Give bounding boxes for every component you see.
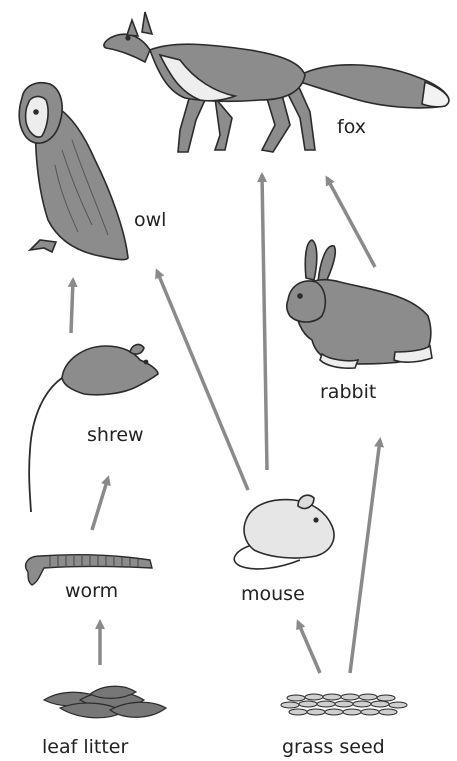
owl-face — [26, 97, 48, 138]
owl-eye — [34, 110, 38, 114]
arrow-mouse-to-owl — [157, 271, 248, 490]
label-shrew: shrew — [87, 424, 144, 446]
grass-seed-illustration — [281, 694, 407, 715]
owl-illustration — [19, 83, 128, 260]
rabbit-head — [287, 281, 326, 322]
mouse-body — [244, 500, 334, 558]
arrow-shrew-to-owl — [71, 280, 73, 333]
rabbit-illustration — [287, 240, 432, 368]
fox-eye — [126, 36, 130, 40]
arrow-grass-seed-to-mouse — [298, 622, 320, 673]
label-leaf-litter: leaf litter — [42, 736, 128, 758]
seed — [379, 709, 397, 715]
arrow-grass-seed-to-rabbit — [350, 440, 380, 673]
label-worm: worm — [65, 580, 118, 602]
shrew-tail — [29, 378, 62, 512]
seed — [323, 694, 341, 700]
label-grass-seed: grass seed — [282, 736, 385, 758]
seed — [341, 694, 359, 700]
seed — [317, 701, 335, 707]
fox-illustration — [104, 12, 449, 152]
seed — [305, 694, 323, 700]
label-mouse: mouse — [241, 583, 305, 605]
seed — [359, 694, 377, 700]
leaf-litter-illustration — [44, 686, 166, 718]
arrow-worm-to-shrew — [92, 478, 108, 530]
seed — [287, 695, 305, 701]
label-rabbit: rabbit — [320, 381, 376, 403]
seed — [377, 695, 395, 701]
arrow-mouse-to-fox — [262, 175, 267, 470]
seed — [361, 709, 379, 715]
owl-feet — [30, 240, 56, 252]
seed — [289, 709, 307, 715]
seed — [307, 709, 325, 715]
seed — [281, 702, 299, 708]
seed — [299, 701, 317, 707]
label-fox: fox — [337, 116, 366, 138]
seed — [343, 709, 361, 715]
shrew-ear — [130, 345, 144, 355]
mouse-eye — [314, 518, 318, 522]
seed — [335, 701, 353, 707]
seed — [325, 709, 343, 715]
shrew-body — [62, 346, 158, 395]
fox-ears — [127, 12, 152, 36]
shrew-eye — [144, 360, 147, 363]
seed — [353, 701, 371, 707]
seed — [389, 702, 407, 708]
label-owl: owl — [134, 209, 166, 231]
mouse-illustration — [234, 495, 334, 569]
rabbit-eye — [298, 294, 302, 298]
seed — [371, 701, 389, 707]
